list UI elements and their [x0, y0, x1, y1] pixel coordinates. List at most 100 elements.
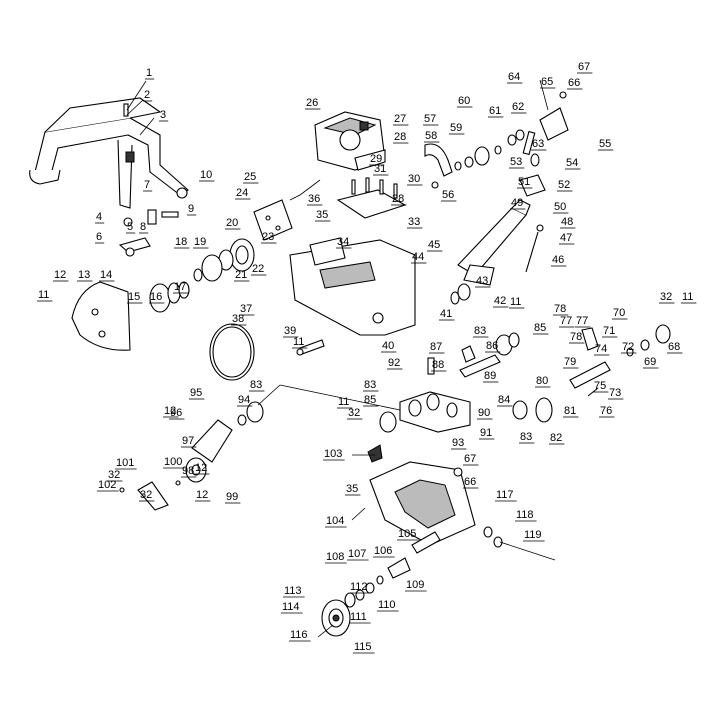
part-number-label: 11 [682, 291, 693, 303]
part-number-label: 61 [489, 105, 501, 117]
part-number-label: 25 [244, 171, 256, 183]
clutch-pulley [193, 238, 255, 282]
part-number-label: 37 [240, 303, 252, 315]
part-number-label: 42 [494, 295, 506, 307]
part-number-label: 36 [308, 193, 320, 205]
part-number-label: 113 [284, 585, 302, 597]
part-number-label: 26 [306, 97, 318, 109]
part-number-label: 51 [518, 176, 530, 188]
part-number-label: 60 [458, 95, 470, 107]
part-number-label: 34 [337, 236, 349, 248]
part-number-label: 84 [498, 394, 510, 406]
part-number-label: 82 [550, 432, 562, 444]
part-number-label: 35 [316, 209, 328, 221]
part-number-label: 58 [425, 130, 437, 142]
bushings [450, 283, 471, 305]
part-number-label: 85 [534, 322, 546, 334]
part-number-label: 20 [226, 217, 238, 229]
part-number-label: 67 [464, 453, 476, 465]
part-number-label: 15 [128, 291, 140, 303]
part-number-label: 119 [524, 529, 542, 541]
part-number-label: 39 [284, 325, 296, 337]
part-number-label: 1 [146, 67, 152, 79]
part-number-label: 101 [116, 457, 134, 469]
part-number-label: 92 [388, 357, 400, 369]
part-number-label: 89 [484, 370, 496, 382]
eccentric-shaft [427, 345, 501, 378]
part-number-label: 77 [576, 315, 588, 327]
part-number-label: 64 [508, 71, 520, 83]
part-number-label: 85 [364, 394, 376, 406]
right-shaft-assembly [535, 324, 671, 423]
part-number-label: 11 [293, 336, 304, 348]
part-number-label: 102 [98, 479, 116, 491]
part-number-label: 116 [290, 629, 308, 641]
part-number-label: 46 [552, 254, 564, 266]
part-number-label: 81 [564, 405, 576, 417]
part-number-label: 19 [194, 236, 206, 248]
rod [525, 224, 544, 273]
part-number-label: 87 [430, 341, 442, 353]
part-number-label: 4 [96, 211, 102, 223]
part-number-label: 32 [108, 469, 120, 481]
part-number-label: 28 [392, 193, 404, 205]
part-number-label: 13 [78, 269, 90, 281]
part-number-label: 96 [170, 407, 182, 419]
bracket-100 [119, 481, 169, 511]
part-number-label: 49 [511, 197, 523, 209]
part-number-label: 52 [558, 179, 570, 191]
part-number-label: 7 [144, 179, 150, 191]
base-frame [289, 237, 416, 336]
part-number-label: 90 [478, 407, 490, 419]
part-number-label: 18 [175, 236, 187, 248]
part-number-label: 67 [578, 61, 590, 73]
part-number-label: 78 [570, 331, 582, 343]
part-102 [367, 444, 383, 463]
part-number-label: 53 [510, 156, 522, 168]
part-number-label: 83 [250, 379, 262, 391]
part-number-label: 62 [512, 101, 524, 113]
part-number-label: 31 [374, 163, 386, 175]
belt-guard [71, 281, 131, 351]
base-plate [369, 461, 476, 546]
bearings [237, 332, 528, 433]
part-number-label: 83 [474, 325, 486, 337]
part-number-label: 29 [370, 153, 382, 165]
part-number-label: 72 [622, 341, 634, 353]
wheel [321, 599, 351, 637]
part-number-label: 73 [609, 387, 621, 399]
part-number-label: 22 [252, 263, 264, 275]
part-number-label: 109 [406, 579, 424, 591]
part-number-label: 12 [54, 269, 66, 281]
part-number-label: 66 [568, 77, 580, 89]
part-number-label: 80 [536, 375, 548, 387]
part-number-label: 115 [354, 641, 372, 653]
leader-lines [126, 79, 556, 638]
part-number-label: 12 [164, 405, 176, 417]
valve-assembly [519, 130, 546, 197]
part-number-label: 78 [554, 303, 566, 315]
drive-belt [209, 323, 255, 381]
part-number-label: 30 [408, 173, 420, 185]
part-number-label: 79 [564, 356, 576, 368]
engine [314, 111, 386, 171]
bolt-39 [296, 339, 325, 356]
part-number-label: 8 [140, 221, 146, 233]
part-number-label: 3 [160, 109, 166, 121]
pulley-hub [175, 419, 233, 486]
part-number-label: 21 [235, 269, 247, 281]
part-number-label: 97 [182, 435, 194, 447]
seal-set [149, 281, 190, 313]
part-number-label: 50 [554, 201, 566, 213]
part-number-label: 71 [603, 325, 615, 337]
part-number-label: 56 [442, 189, 454, 201]
part-number-label: 98 [182, 465, 194, 477]
part-number-label: 77 [560, 315, 572, 327]
parts-illustration [29, 91, 671, 637]
part-number-label: 11 [338, 396, 349, 408]
hose [424, 143, 453, 189]
part-number-label: 24 [236, 187, 248, 199]
part-number-label: 6 [96, 231, 102, 243]
exciter-housing [399, 391, 471, 433]
